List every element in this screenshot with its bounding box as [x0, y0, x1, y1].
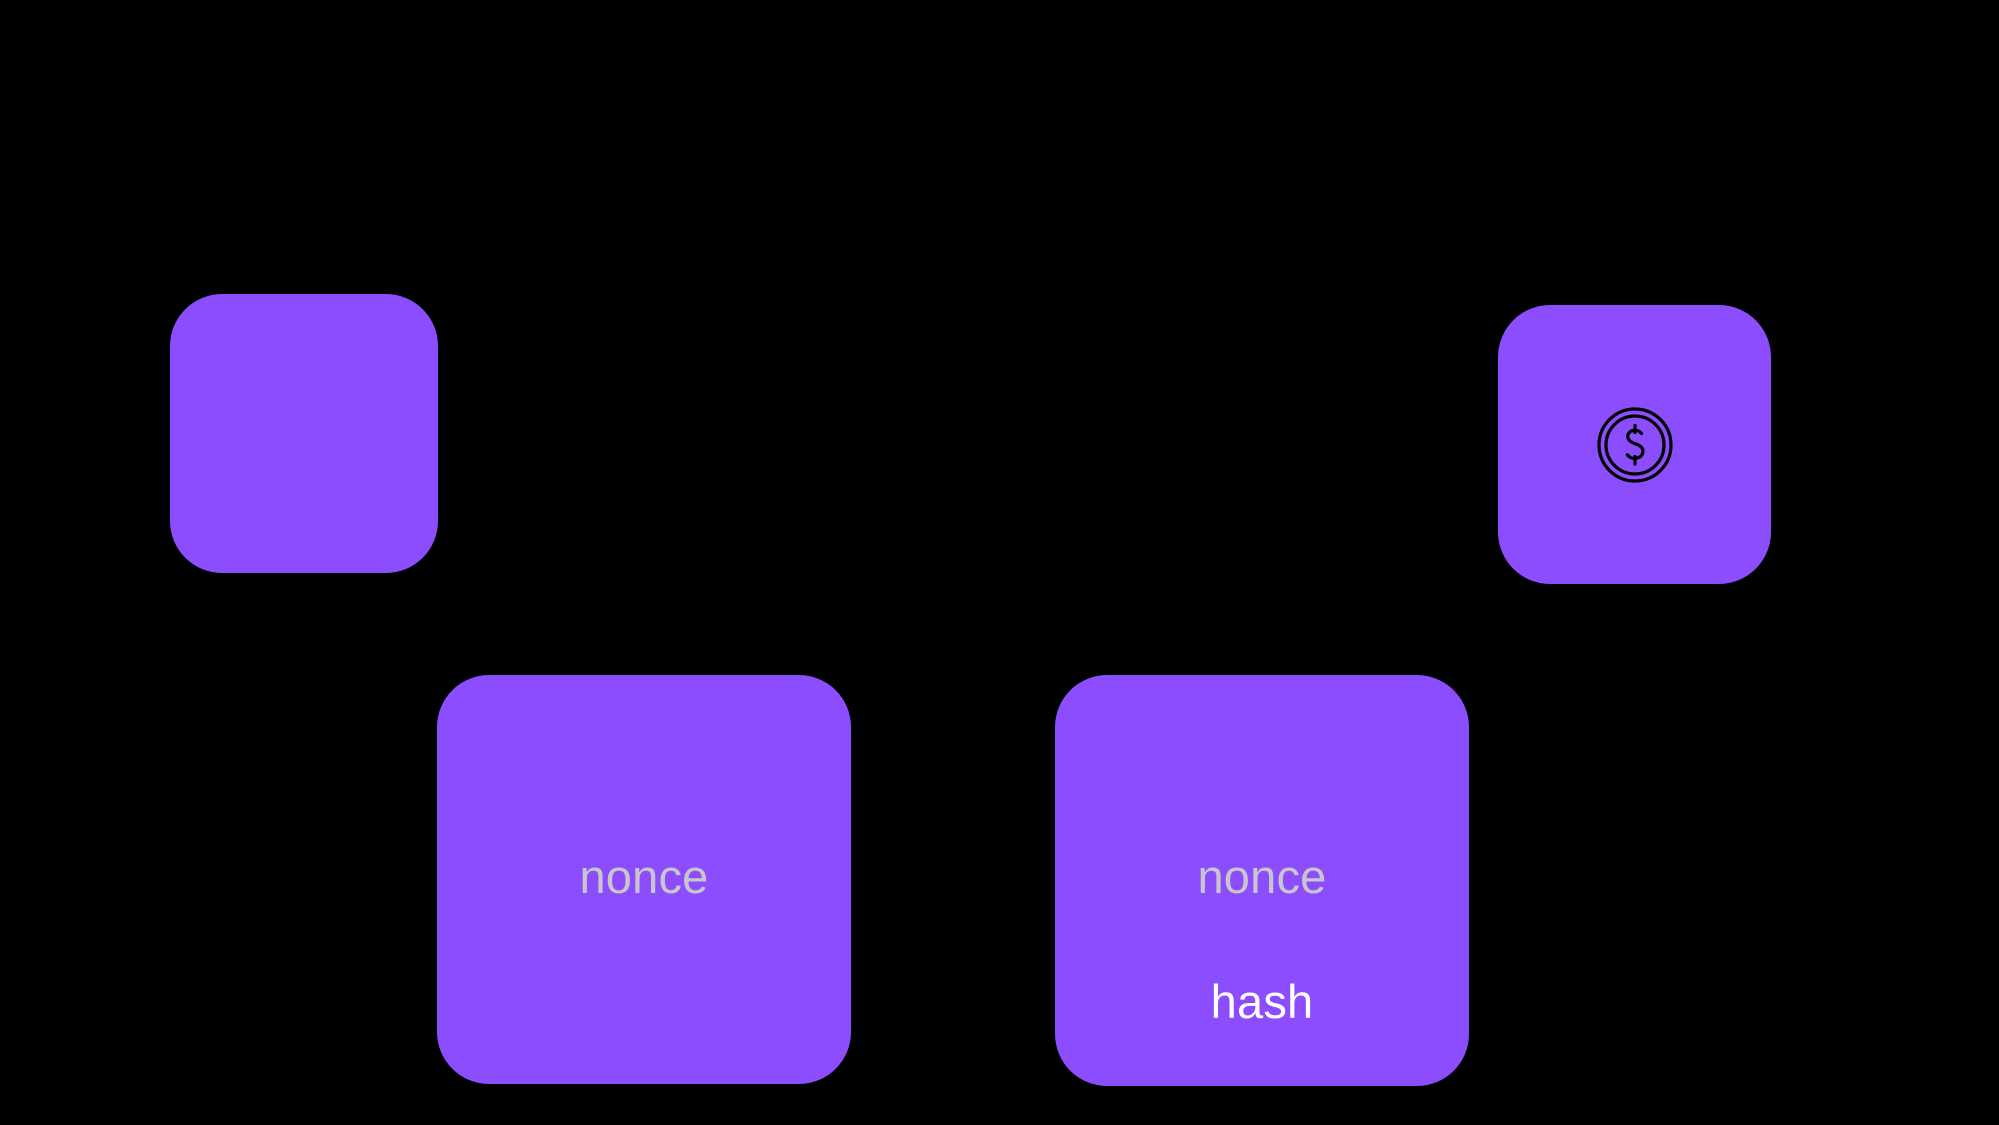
block-card-empty[interactable]: [170, 294, 438, 573]
block-card-nonce-hash[interactable]: nonce hash: [1055, 675, 1469, 1086]
dollar-coin-icon: [1595, 405, 1675, 485]
block-card-nonce[interactable]: nonce: [437, 675, 851, 1084]
field-label-nonce: nonce: [1197, 850, 1327, 903]
field-label-nonce: nonce: [579, 850, 709, 903]
block-card-coin[interactable]: [1498, 305, 1771, 584]
field-label-hash: hash: [1210, 975, 1314, 1028]
